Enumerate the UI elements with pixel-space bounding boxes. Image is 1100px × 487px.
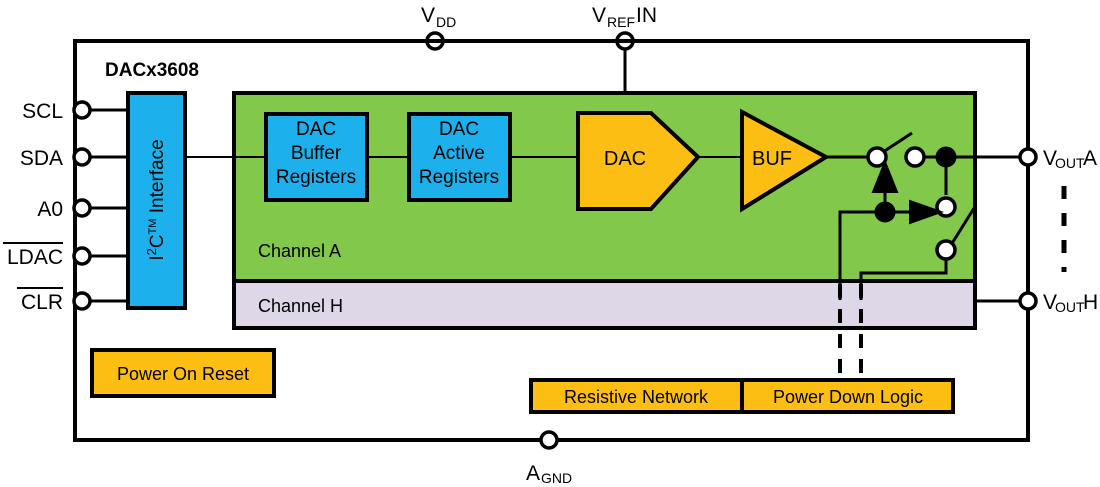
pulldown-switch-blade[interactable] <box>949 204 978 246</box>
vout-a-label-suffix: A <box>1083 147 1097 170</box>
channel-h-label: Channel H <box>258 296 343 316</box>
channel-a-label: Channel A <box>258 241 341 261</box>
channel-h-region <box>232 279 977 330</box>
pin-clr-group: CLR <box>17 287 128 314</box>
vout-h-pin-node[interactable] <box>1018 291 1038 311</box>
pin-sda-group: SDA <box>20 147 128 170</box>
pin-label-sda: SDA <box>20 147 63 170</box>
agnd-label-sub: GND <box>541 470 572 486</box>
vout-h-pin-group: V OUT H <box>1018 291 1098 315</box>
agnd-label-base: A <box>526 462 540 485</box>
vout-a-pin-node[interactable] <box>1018 147 1038 167</box>
pin-label-scl: SCL <box>22 100 63 123</box>
vout-h-label-base: V <box>1043 291 1057 314</box>
vdd-label-sub: DD <box>436 14 456 30</box>
vref-label-suffix: IN <box>636 4 657 27</box>
page-title: DACx3608 <box>105 60 199 81</box>
buffer-amp-shape[interactable] <box>740 108 831 213</box>
clr-pin-node[interactable] <box>72 291 92 311</box>
power-on-reset-label: Power On Reset <box>117 364 249 384</box>
vout-h-label-suffix: H <box>1083 291 1098 314</box>
i2c-interface-block[interactable] <box>126 91 187 310</box>
buffer-amp-label: BUF <box>752 148 792 170</box>
i2c-interface-label: I2CTM Interface <box>144 139 168 260</box>
pin-a0-group: A0 <box>37 198 128 221</box>
i2c-interface-label-group: I2CTM Interface <box>144 139 168 260</box>
ldac-pin-node[interactable] <box>72 246 92 266</box>
vref-label-base: V <box>592 4 606 27</box>
pin-ldac-group: LDAC <box>3 242 128 269</box>
pin-label-a0: A0 <box>37 198 63 221</box>
resistive-network-label: Resistive Network <box>564 387 709 407</box>
scl-pin-node[interactable] <box>72 100 92 120</box>
dac-core-label: DAC <box>604 148 646 170</box>
power-on-reset-block[interactable] <box>90 348 276 398</box>
pin-scl-group: SCL <box>22 100 128 123</box>
vout-a-pin-group: V OUT A <box>1018 147 1097 171</box>
dac-buffer-registers-line-2: Buffer <box>291 143 342 164</box>
dac-buffer-registers-line-1: DAC <box>296 119 336 140</box>
output-switch-blade[interactable] <box>882 131 913 154</box>
vdd-label-base: V <box>421 4 435 27</box>
dac-core-shape[interactable] <box>576 111 701 211</box>
agnd-pin-node[interactable] <box>539 430 559 450</box>
vout-a-label-sub: OUT <box>1055 155 1085 171</box>
pin-label-clr: CLR <box>21 291 63 314</box>
dac-active-registers-line-3: Registers <box>419 167 499 188</box>
sda-pin-node[interactable] <box>72 147 92 167</box>
pulldown-switch-bottom-node[interactable] <box>935 239 957 261</box>
agnd-pin-group: A GND <box>526 430 572 486</box>
switch-pole-left-node[interactable] <box>866 146 888 168</box>
dac-buffer-registers-line-3: Registers <box>276 167 356 188</box>
control-right-arrow-icon <box>909 199 944 225</box>
vref-in-pin-group: V REF IN <box>592 4 657 95</box>
control-up-arrow-icon <box>871 159 899 193</box>
dac-active-registers-line-2: Active <box>433 143 485 164</box>
a0-pin-node[interactable] <box>72 198 92 218</box>
dac-active-registers-line-1: DAC <box>439 119 479 140</box>
vout-h-label-sub: OUT <box>1055 299 1085 315</box>
vref-label-sub: REF <box>607 14 635 30</box>
power-down-logic-label: Power Down Logic <box>773 387 923 407</box>
control-feed-left-wire <box>838 210 885 300</box>
vout-a-label-base: V <box>1043 147 1057 170</box>
switch-pole-right-node[interactable] <box>904 146 926 168</box>
pin-label-ldac: LDAC <box>7 246 63 269</box>
